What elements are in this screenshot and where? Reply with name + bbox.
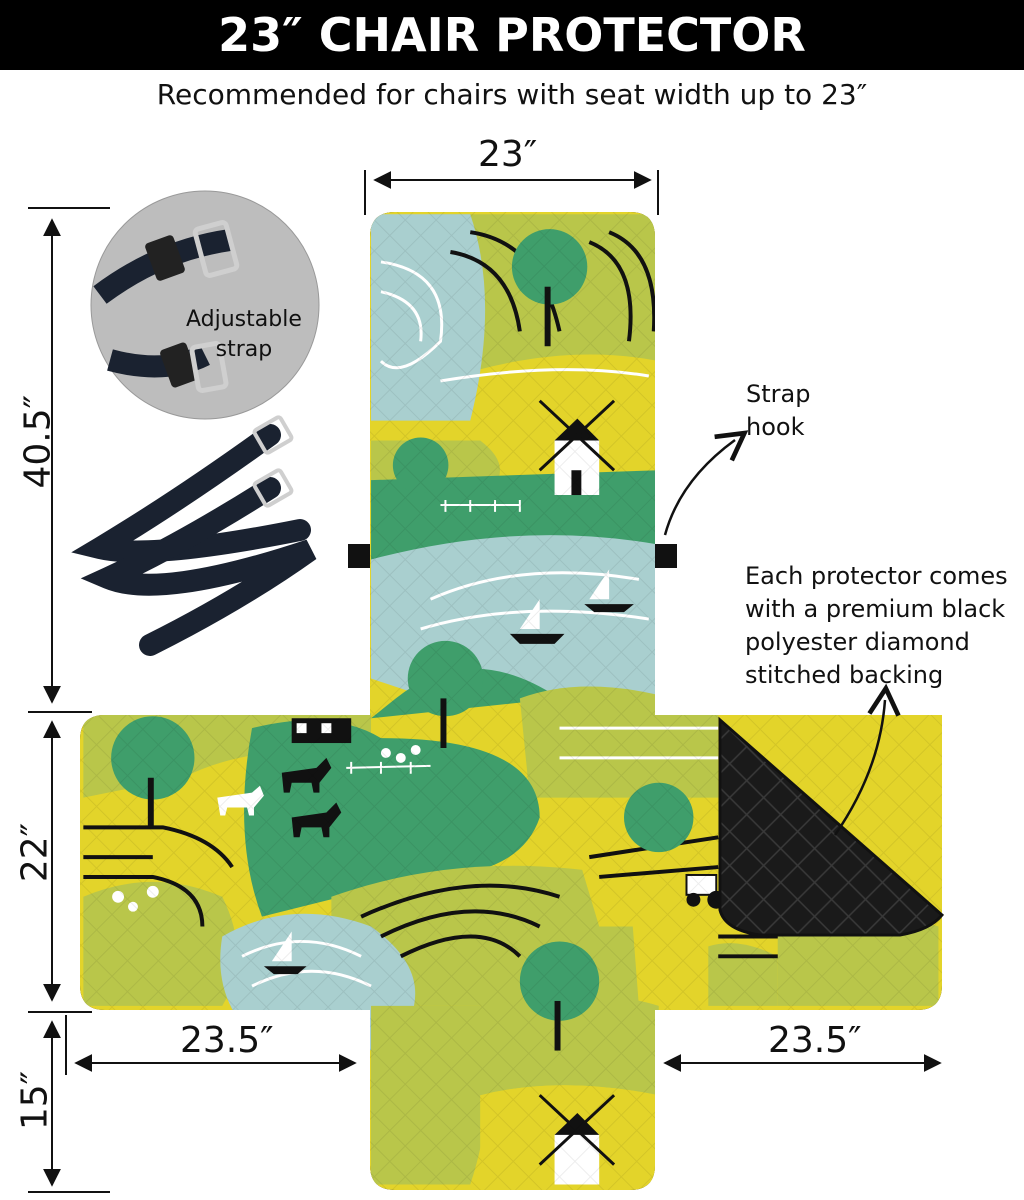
dim-left-arm: 23.5″ bbox=[180, 1020, 274, 1061]
backing-corner bbox=[718, 716, 945, 937]
strap-hook-label: Strap hook bbox=[746, 380, 811, 441]
strap-detail-circle bbox=[90, 190, 320, 420]
strap-hook-right bbox=[655, 544, 677, 568]
dim-right-arm: 23.5″ bbox=[768, 1020, 862, 1061]
loose-strap-icon bbox=[71, 415, 317, 656]
dim-back-height: 40.5″ bbox=[17, 394, 59, 489]
dim-top-width: 23″ bbox=[478, 134, 538, 175]
callout-arrows bbox=[663, 430, 901, 836]
page-title: 23″ CHAIR PROTECTOR bbox=[0, 0, 1024, 70]
dim-seat-depth: 22″ bbox=[14, 822, 56, 883]
dim-front-drop: 15″ bbox=[14, 1070, 56, 1131]
dimension-lines bbox=[28, 170, 942, 1193]
backing-note: Each protector comes with a premium blac… bbox=[745, 562, 1008, 689]
strap-label: Adjustable strap bbox=[186, 307, 302, 362]
page-subtitle: Recommended for chairs with seat width u… bbox=[156, 78, 868, 111]
strap-hook-left bbox=[348, 544, 370, 568]
